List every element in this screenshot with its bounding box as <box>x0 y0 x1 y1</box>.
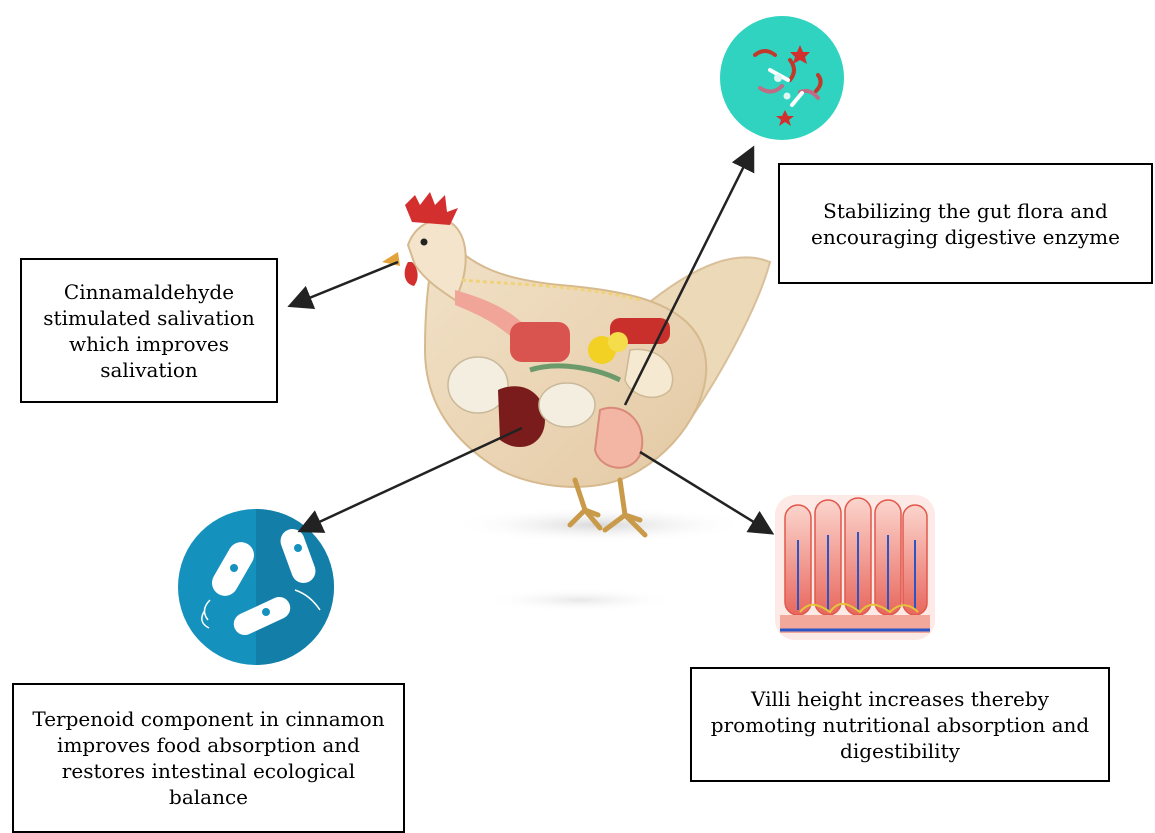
villi-text: Villi height increases thereby promoting… <box>711 686 1089 764</box>
bacteria-icon <box>178 509 334 665</box>
intestinal-villi-icon <box>775 495 935 640</box>
arrow-to-salivation <box>292 262 398 305</box>
terpenoid-text: Terpenoid component in cinnamon improves… <box>32 706 384 810</box>
gut-flora-box: Stabilizing the gut flora and encouragin… <box>778 163 1153 284</box>
villi-box: Villi height increases thereby promoting… <box>690 667 1110 782</box>
gut-microbiota-icon <box>720 16 844 140</box>
gut-flora-text: Stabilizing the gut flora and encouragin… <box>811 198 1120 250</box>
chicken-anatomy-illustration <box>382 192 770 612</box>
terpenoid-box: Terpenoid component in cinnamon improves… <box>12 683 405 833</box>
salivation-text: Cinnamaldehyde stimulated salivation whi… <box>43 279 254 383</box>
salivation-box: Cinnamaldehyde stimulated salivation whi… <box>20 258 278 403</box>
